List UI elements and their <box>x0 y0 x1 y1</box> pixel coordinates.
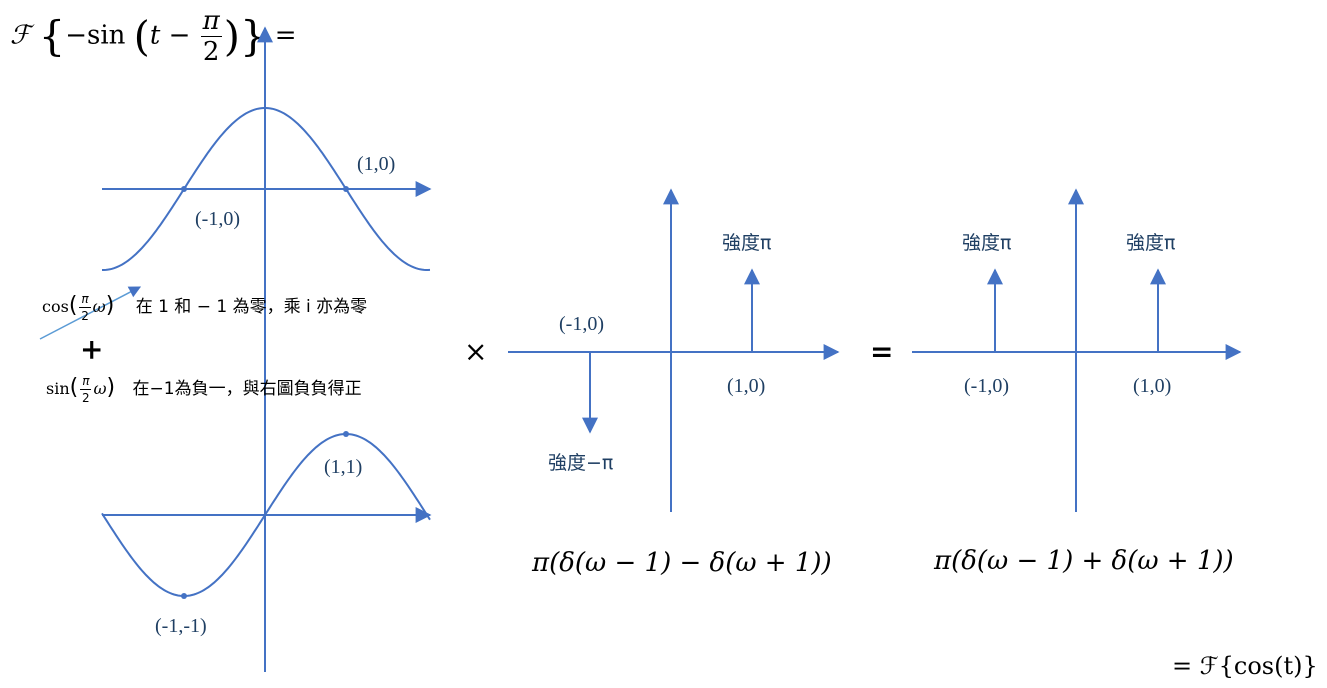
right-right-point-label: (1,0) <box>1133 375 1171 397</box>
title-brace-open: { <box>38 11 66 61</box>
right-right-strength-label: 強度π <box>1126 232 1175 254</box>
cos-note-fn: cos <box>42 297 69 316</box>
right-left-strength-label: 強度π <box>962 232 1011 254</box>
sin-note-var: ω <box>93 379 107 398</box>
result-formula: = ℱ{cos(t)} <box>1172 652 1318 680</box>
title-t-minus: t − <box>149 20 191 51</box>
middle-up-strength-label: 強度π <box>722 232 771 254</box>
cos-note-frac-num: π <box>79 291 91 308</box>
title-paren-open: ( <box>133 11 150 61</box>
equals-operator: = <box>870 335 894 368</box>
cos-curve <box>102 107 431 271</box>
right-formula: π(δ(ω − 1) + δ(ω + 1)) <box>934 546 1234 576</box>
title-formula: ℱ {−sin (t − π 2 )} = <box>10 8 297 65</box>
cos-note-text: 在 1 和 − 1 為零，乘 i 亦為零 <box>135 297 368 317</box>
title-paren-close: ) <box>223 11 240 61</box>
sin-note-text: 在−1為負一，與右圖負負得正 <box>132 379 362 399</box>
title-frac-num: π <box>200 6 222 37</box>
middle-left-point-label: (-1,0) <box>559 313 604 335</box>
title-frac-den: 2 <box>202 37 220 67</box>
sin-curve <box>101 432 431 598</box>
plus-sign: + <box>80 333 104 366</box>
title-equals: = <box>274 20 297 51</box>
sin-max-point <box>343 431 349 437</box>
cos-right-zero-label: (1,0) <box>357 153 395 175</box>
middle-formula: π(δ(ω − 1) − δ(ω + 1)) <box>532 548 832 578</box>
sin-note-frac-num: π <box>80 373 92 390</box>
fourier-symbol: ℱ <box>10 20 31 51</box>
cos-right-zero-point <box>343 186 349 192</box>
sin-max-label: (1,1) <box>324 456 362 478</box>
sin-min-label: (-1,-1) <box>155 615 207 637</box>
middle-down-strength-label: 強度−π <box>548 452 613 474</box>
times-operator: × <box>464 335 488 368</box>
middle-right-point-label: (1,0) <box>727 375 765 397</box>
annotation-arrow <box>39 286 142 340</box>
cos-note-frac-den: 2 <box>81 308 89 323</box>
cos-note-var: ω <box>92 297 106 316</box>
cos-left-zero-point <box>181 186 187 192</box>
right-left-point-label: (-1,0) <box>964 375 1009 397</box>
sin-note-fn: sin <box>46 379 70 398</box>
cos-left-zero-label: (-1,0) <box>195 208 240 230</box>
title-fraction: π 2 <box>200 6 222 67</box>
sin-note-frac-den: 2 <box>82 390 90 405</box>
title-neg-sin: −sin <box>65 20 126 51</box>
sin-min-point <box>181 593 187 599</box>
